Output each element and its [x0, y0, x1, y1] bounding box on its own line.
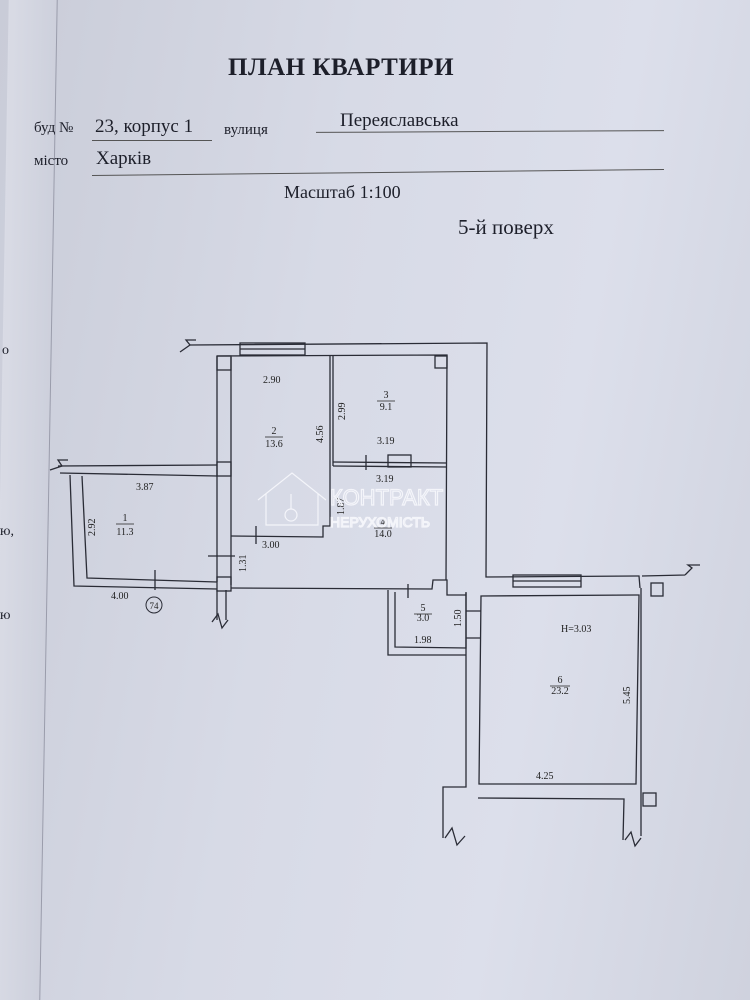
city-label: місто	[34, 153, 69, 169]
svg-text:КОНТРАКТ: КОНТРАКТ	[330, 485, 443, 510]
dim: 5.45	[622, 687, 633, 705]
field-underline	[92, 140, 212, 141]
page-fragment: ю	[0, 608, 11, 623]
room-6-area: 23.2	[551, 686, 569, 697]
dim: 1.50	[453, 610, 464, 628]
dim: 4.00	[111, 591, 129, 602]
room-1-area: 11.3	[116, 527, 133, 538]
dim: 3.00	[262, 540, 280, 551]
dim: 1.87	[336, 498, 347, 516]
document-title: ПЛАН КВАРТИРИ	[228, 54, 455, 81]
scale-label: Масштаб 1:100	[284, 182, 401, 202]
room-4-area: 14.0	[374, 529, 392, 540]
room-2-area: 13.6	[265, 439, 283, 450]
plan-marker: 74	[145, 596, 163, 614]
walls	[49, 339, 700, 848]
page-fragment: ю,	[0, 524, 14, 539]
dim: H=3.03	[561, 624, 591, 635]
dim: 2.90	[263, 375, 281, 386]
watermark-logo: КОНТРАКТ НЕРУХОМІСТЬ	[257, 472, 444, 531]
dim: 3.19	[377, 436, 395, 447]
dimension-labels: 2.90 4.56 2.99 3.19 3.19 1.87 3.00 1.31 …	[87, 375, 633, 782]
street-value: Переяславська	[340, 110, 459, 131]
room-4-number: 4	[381, 517, 386, 528]
room-1-number: 1	[123, 513, 128, 524]
dim: 3.19	[376, 474, 394, 485]
room-3-area: 9.1	[380, 402, 393, 413]
dim: 4.56	[315, 426, 326, 444]
room-3-number: 3	[384, 390, 389, 401]
dim: 3.87	[136, 482, 154, 493]
building-value: 23, корпус 1	[95, 116, 194, 137]
room-6-number: 6	[558, 675, 563, 686]
street-label: вулиця	[224, 122, 268, 138]
room-labels: 1 11.3 2 13.6 3 9.1 4 14.0 5 3.0 6 23.2	[116, 390, 570, 697]
svg-text:74: 74	[150, 601, 160, 611]
dim: 2.92	[87, 519, 98, 537]
page-fragment: о	[2, 343, 9, 358]
dim: 4.25	[536, 771, 554, 782]
city-value: Харків	[96, 148, 152, 169]
building-label: буд №	[34, 120, 74, 136]
room-2-number: 2	[272, 426, 277, 437]
svg-text:НЕРУХОМІСТЬ: НЕРУХОМІСТЬ	[330, 514, 430, 530]
floor-label: 5-й поверх	[458, 215, 554, 239]
dim: 1.98	[414, 635, 432, 646]
room-5-number: 5	[421, 603, 426, 614]
room-5-area: 3.0	[417, 613, 430, 624]
dim: 1.31	[238, 555, 249, 573]
dim: 2.99	[337, 403, 348, 421]
